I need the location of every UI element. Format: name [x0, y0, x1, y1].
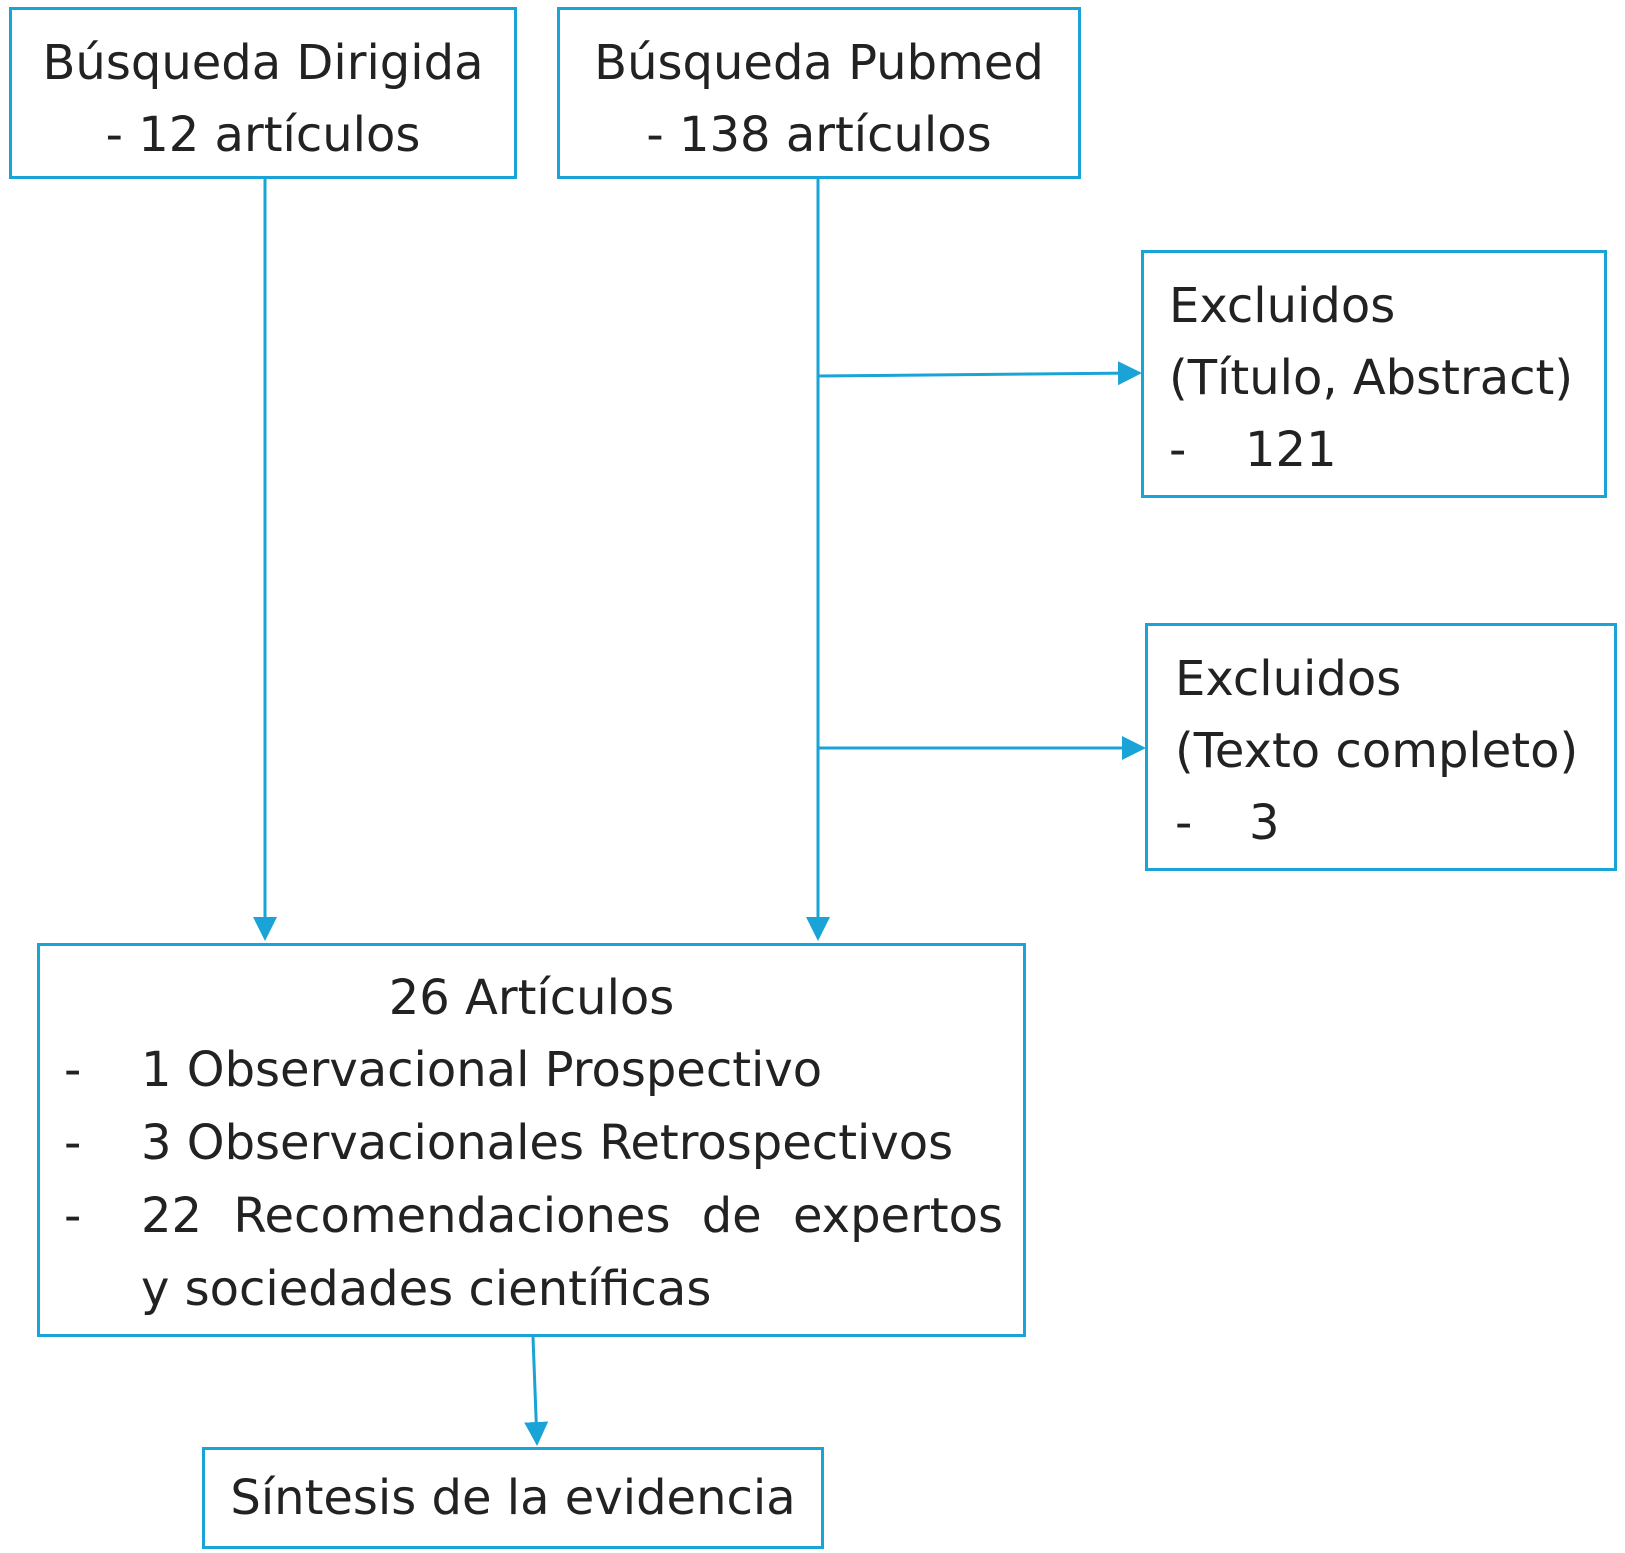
excluidos-titulo-reason: (Título, Abstract) — [1169, 350, 1574, 406]
articulos-item-continuation: y sociedades científicas — [141, 1261, 712, 1317]
arrow-to-excluidos-titulo — [817, 361, 1142, 386]
articulos-box: 26 Artículos - 1 Observacional Prospecti… — [37, 943, 1026, 1337]
excluidos-texto-reason: (Texto completo) — [1175, 723, 1579, 779]
busqueda-dirigida-title: Búsqueda Dirigida — [42, 35, 484, 91]
busqueda-pubmed-title: Búsqueda Pubmed — [594, 35, 1044, 91]
excluidos-texto-count: 3 — [1249, 795, 1280, 851]
excluidos-texto-heading: Excluidos — [1175, 651, 1402, 707]
excluidos-titulo-count: 121 — [1245, 422, 1337, 478]
excluidos-texto-box: Excluidos (Texto completo) - 3 — [1145, 623, 1617, 871]
articulos-item-retrospectivos: 3 Observacionales Retrospectivos — [141, 1115, 954, 1171]
busqueda-pubmed-count: - 138 artículos — [646, 107, 992, 163]
sintesis-label: Síntesis de la evidencia — [230, 1470, 796, 1526]
articulos-item-recomendaciones: 22 Recomendaciones de expertos — [141, 1188, 1003, 1244]
articulos-item-bullet: - — [64, 1115, 82, 1171]
busqueda-dirigida-box: Búsqueda Dirigida - 12 artículos — [9, 7, 517, 179]
excluidos-titulo-bullet: - — [1169, 422, 1187, 478]
articulos-title: 26 Artículos — [388, 970, 675, 1026]
articulos-item-prospectivo: 1 Observacional Prospectivo — [141, 1042, 823, 1098]
excluidos-titulo-box: Excluidos (Título, Abstract) - 121 — [1141, 250, 1607, 498]
arrow-articulos-to-sintesis — [524, 1336, 549, 1446]
articulos-item-bullet: - — [64, 1188, 82, 1244]
sintesis-box: Síntesis de la evidencia — [202, 1447, 824, 1549]
excluidos-titulo-heading: Excluidos — [1169, 278, 1396, 334]
busqueda-pubmed-box: Búsqueda Pubmed - 138 artículos — [557, 7, 1081, 179]
articulos-item-bullet: - — [64, 1042, 82, 1098]
excluidos-texto-bullet: - — [1175, 795, 1193, 851]
busqueda-dirigida-count: - 12 artículos — [105, 107, 421, 163]
